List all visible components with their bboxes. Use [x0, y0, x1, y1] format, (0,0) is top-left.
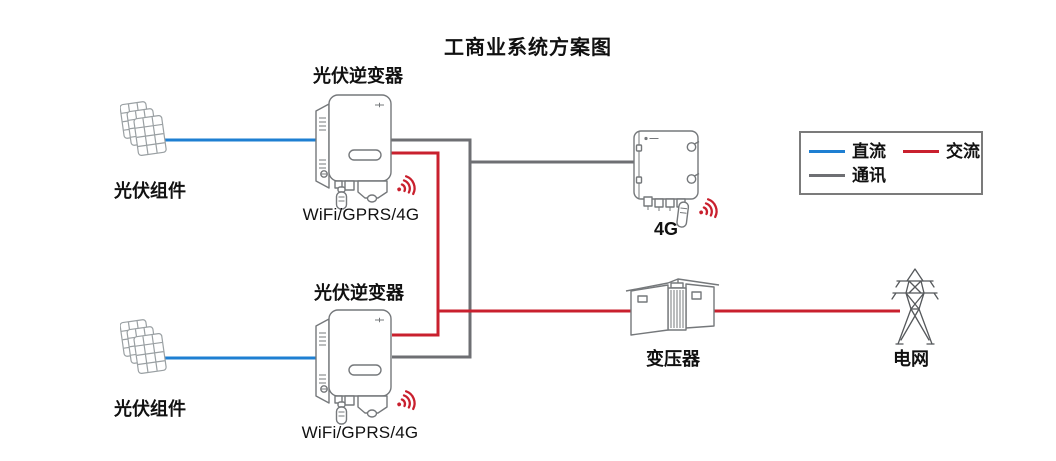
power-grid-label: 电网 — [893, 349, 929, 369]
legend-item-dc: 直流 — [809, 143, 903, 160]
inverter-bottom-sublabel: WiFi/GPRS/4G — [301, 423, 419, 442]
transformer-icon — [622, 269, 722, 341]
diagram-title: 工商业系统方案图 — [444, 37, 612, 59]
pv-module-top-icon — [120, 98, 172, 160]
power-grid-tower-icon — [885, 266, 945, 350]
comm-line-swatch — [809, 173, 845, 177]
datalogger-4g-icon — [618, 123, 736, 233]
pv-module-bottom-icon — [120, 316, 172, 378]
legend-dc-label: 直流 — [852, 141, 886, 161]
inverter-bottom-label: 光伏逆变器 — [314, 283, 404, 303]
comm-lines — [388, 138, 648, 359]
legend-item-comm: 通讯 — [809, 167, 903, 184]
legend-ac-label: 交流 — [946, 141, 980, 161]
inverter-bottom-icon — [305, 303, 423, 425]
legend-comm-label: 通讯 — [852, 165, 886, 185]
datalogger-4g-label: 4G — [653, 219, 679, 239]
legend-item-ac: 交流 — [903, 143, 981, 160]
dc-line-swatch — [809, 149, 845, 153]
pv-module-bottom-label: 光伏组件 — [114, 399, 186, 419]
inverter-top-sublabel: WiFi/GPRS/4G — [302, 205, 420, 224]
inverter-top-label: 光伏逆变器 — [313, 66, 403, 86]
legend-box: 直流 交流 通讯 — [799, 131, 983, 195]
ac-line-trunk — [388, 151, 440, 337]
transformer-label: 变压器 — [646, 349, 700, 369]
comm-line-trunk — [388, 138, 472, 359]
ac-line-swatch — [903, 149, 939, 153]
pv-module-top-label: 光伏组件 — [114, 181, 186, 201]
inverter-top-icon — [305, 88, 423, 210]
